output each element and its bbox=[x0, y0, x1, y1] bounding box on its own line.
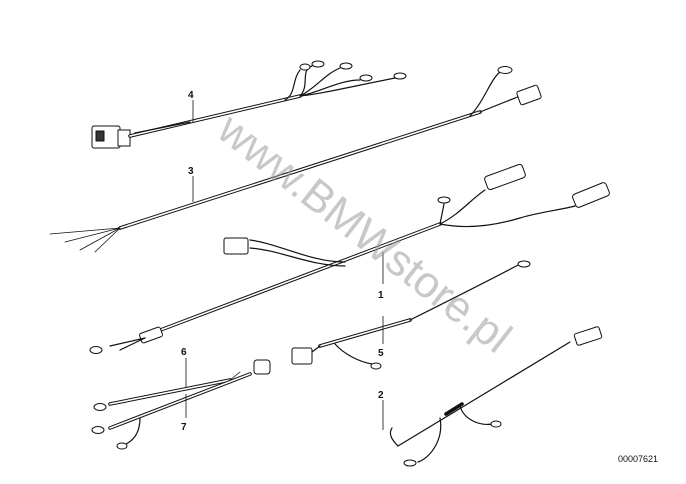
ring-terminal bbox=[403, 459, 417, 467]
harness-2 bbox=[389, 326, 603, 467]
ring-terminal bbox=[299, 63, 311, 71]
ring-terminal bbox=[517, 260, 531, 268]
part-label-1: 1 bbox=[378, 290, 384, 301]
part-label-7: 7 bbox=[181, 422, 187, 433]
harness-6 bbox=[93, 371, 241, 411]
harness-4-connector-pin bbox=[95, 130, 105, 142]
ring-terminal bbox=[93, 403, 107, 411]
watermark-text: www.BMWstore.pl bbox=[208, 104, 520, 363]
ring-terminal bbox=[497, 66, 513, 74]
harness-3 bbox=[49, 66, 542, 253]
harness-1 bbox=[89, 163, 610, 354]
harness-3-connector bbox=[516, 84, 542, 106]
harness-7 bbox=[91, 359, 271, 450]
harness-1-connector-right bbox=[572, 182, 610, 208]
harness-1-connector-left bbox=[139, 326, 163, 344]
part-label-2: 2 bbox=[378, 390, 384, 401]
ring-terminal bbox=[393, 72, 407, 80]
harness-4 bbox=[91, 60, 407, 149]
ring-terminal bbox=[370, 362, 382, 370]
ring-terminal bbox=[339, 62, 353, 70]
harness-1-connector-top-left bbox=[223, 237, 249, 255]
ring-terminal bbox=[311, 60, 325, 68]
part-label-4: 4 bbox=[188, 90, 194, 101]
harness-5-connector bbox=[291, 347, 313, 365]
ring-terminal bbox=[437, 196, 451, 204]
harness-5 bbox=[291, 260, 531, 370]
part-label-5: 5 bbox=[378, 348, 384, 359]
ring-terminal bbox=[116, 442, 128, 450]
ring-terminal bbox=[89, 346, 103, 354]
harness-4-connector-body bbox=[117, 129, 131, 147]
harness-1-connector-upper bbox=[484, 163, 526, 191]
harness-2-connector bbox=[573, 326, 603, 346]
ring-terminal bbox=[490, 420, 502, 428]
part-label-3: 3 bbox=[188, 166, 194, 177]
harness-7-connector bbox=[253, 359, 271, 375]
image-code: 00007621 bbox=[618, 454, 658, 464]
ring-terminal bbox=[359, 74, 373, 82]
ring-terminal bbox=[91, 426, 105, 434]
part-label-6: 6 bbox=[181, 347, 187, 358]
